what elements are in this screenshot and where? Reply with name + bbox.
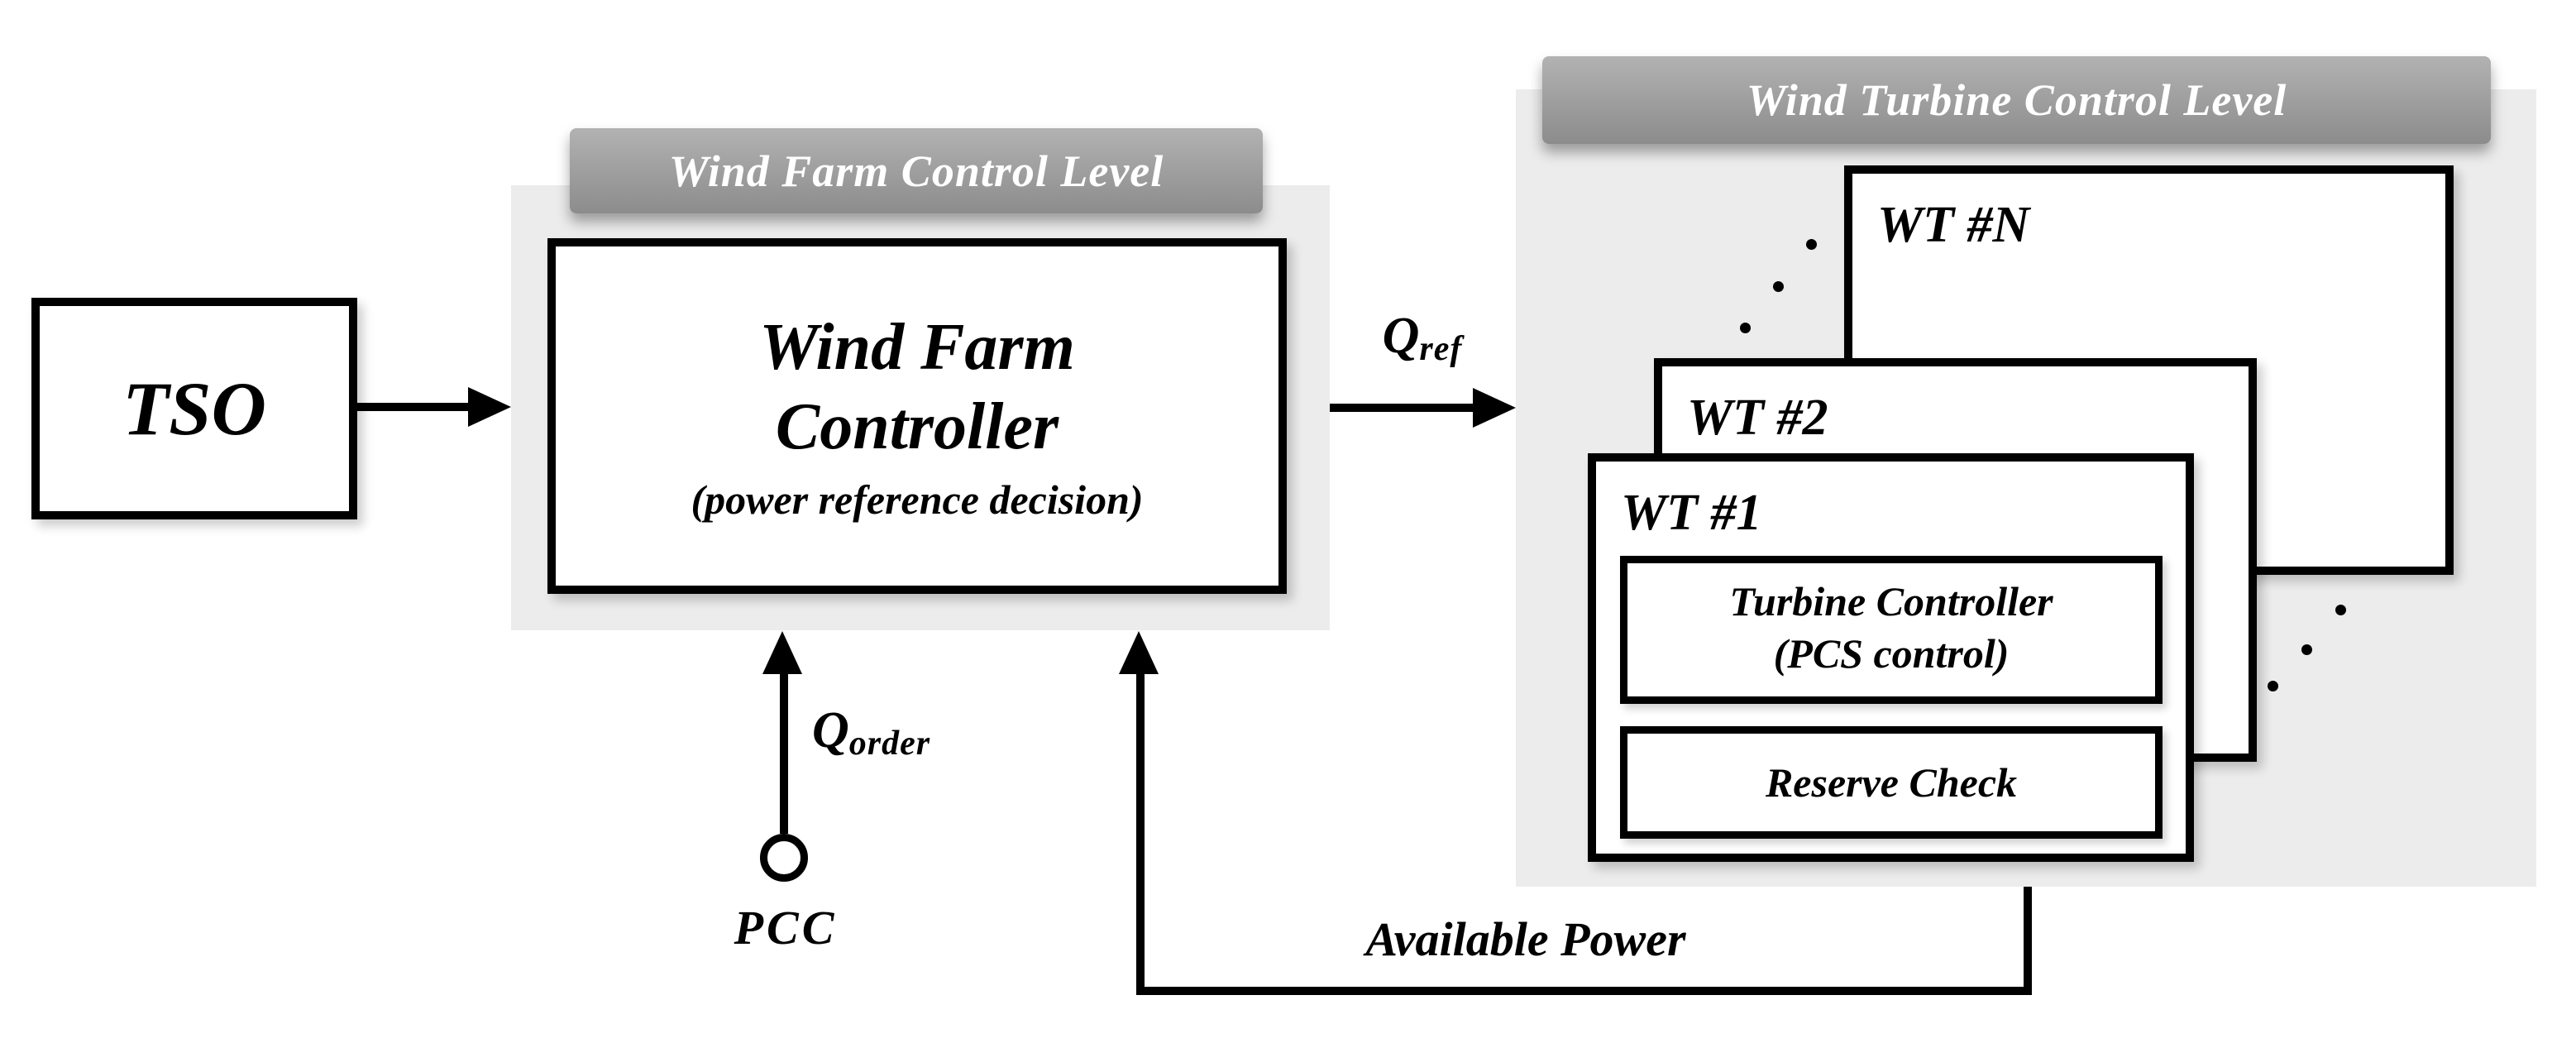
available-power-line-horizontal — [1136, 987, 2032, 995]
q-ref-label: Qref — [1340, 310, 1505, 366]
tso-arrow-shaft — [357, 403, 473, 411]
wind-farm-control-level-tab-label: Wind Farm Control Level — [668, 146, 1164, 196]
q-order-base: Q — [812, 702, 849, 758]
q-ref-arrowhead-icon — [1473, 388, 1516, 428]
q-ref-subscript: ref — [1419, 330, 1463, 369]
reserve-check-box: Reserve Check — [1620, 726, 2163, 839]
turbine-controller-line2: (PCS control) — [1773, 630, 2010, 677]
turbine-controller-box: Turbine Controller (PCS control) — [1620, 556, 2163, 704]
available-power-line-right-vertical — [2024, 860, 2032, 995]
q-ref-arrow-shaft — [1330, 404, 1474, 412]
pcc-node-icon — [760, 834, 808, 882]
ellipsis-right-dot-3 — [2268, 681, 2278, 691]
available-power-line-left-vertical — [1136, 672, 1145, 995]
q-order-arrowhead-icon — [762, 631, 802, 674]
wind-farm-controller-title-line2: Controller — [775, 390, 1059, 463]
tso-arrowhead-icon — [468, 387, 511, 427]
available-power-label: Available Power — [1365, 912, 1686, 966]
ellipsis-left-dot-2 — [1773, 281, 1784, 292]
wind-farm-controller-title-line1: Wind Farm — [759, 311, 1075, 384]
wt-1-label: WT #1 — [1621, 485, 1762, 541]
reserve-check-label: Reserve Check — [1765, 759, 2018, 806]
q-order-arrow-shaft — [780, 672, 788, 834]
wind-farm-controller-subtitle: (power reference decision) — [691, 476, 1144, 523]
wt-2-label: WT #2 — [1687, 390, 1828, 446]
wt-n-label: WT #N — [1877, 197, 2030, 253]
ellipsis-right-dot-1 — [2335, 605, 2346, 615]
available-power-arrowhead-icon — [1119, 631, 1159, 674]
turbine-controller-line1: Turbine Controller — [1729, 578, 2053, 624]
ellipsis-left-dot-1 — [1806, 239, 1817, 250]
tso-label: TSO — [122, 366, 266, 451]
q-order-subscript: order — [848, 725, 931, 763]
ellipsis-right-dot-2 — [2301, 644, 2312, 655]
q-order-label: Qorder — [812, 705, 930, 761]
pcc-label: PCC — [734, 901, 838, 954]
wind-turbine-control-level-tab: Wind Turbine Control Level — [1542, 56, 2491, 144]
tso-box: TSO — [31, 298, 357, 519]
q-ref-base: Q — [1382, 308, 1420, 364]
ellipsis-left-dot-3 — [1740, 323, 1751, 333]
wind-turbine-control-level-tab-label: Wind Turbine Control Level — [1746, 75, 2287, 125]
wind-farm-controller-box: Wind Farm Controller (power reference de… — [547, 238, 1287, 594]
wind-farm-control-level-tab: Wind Farm Control Level — [570, 128, 1263, 213]
